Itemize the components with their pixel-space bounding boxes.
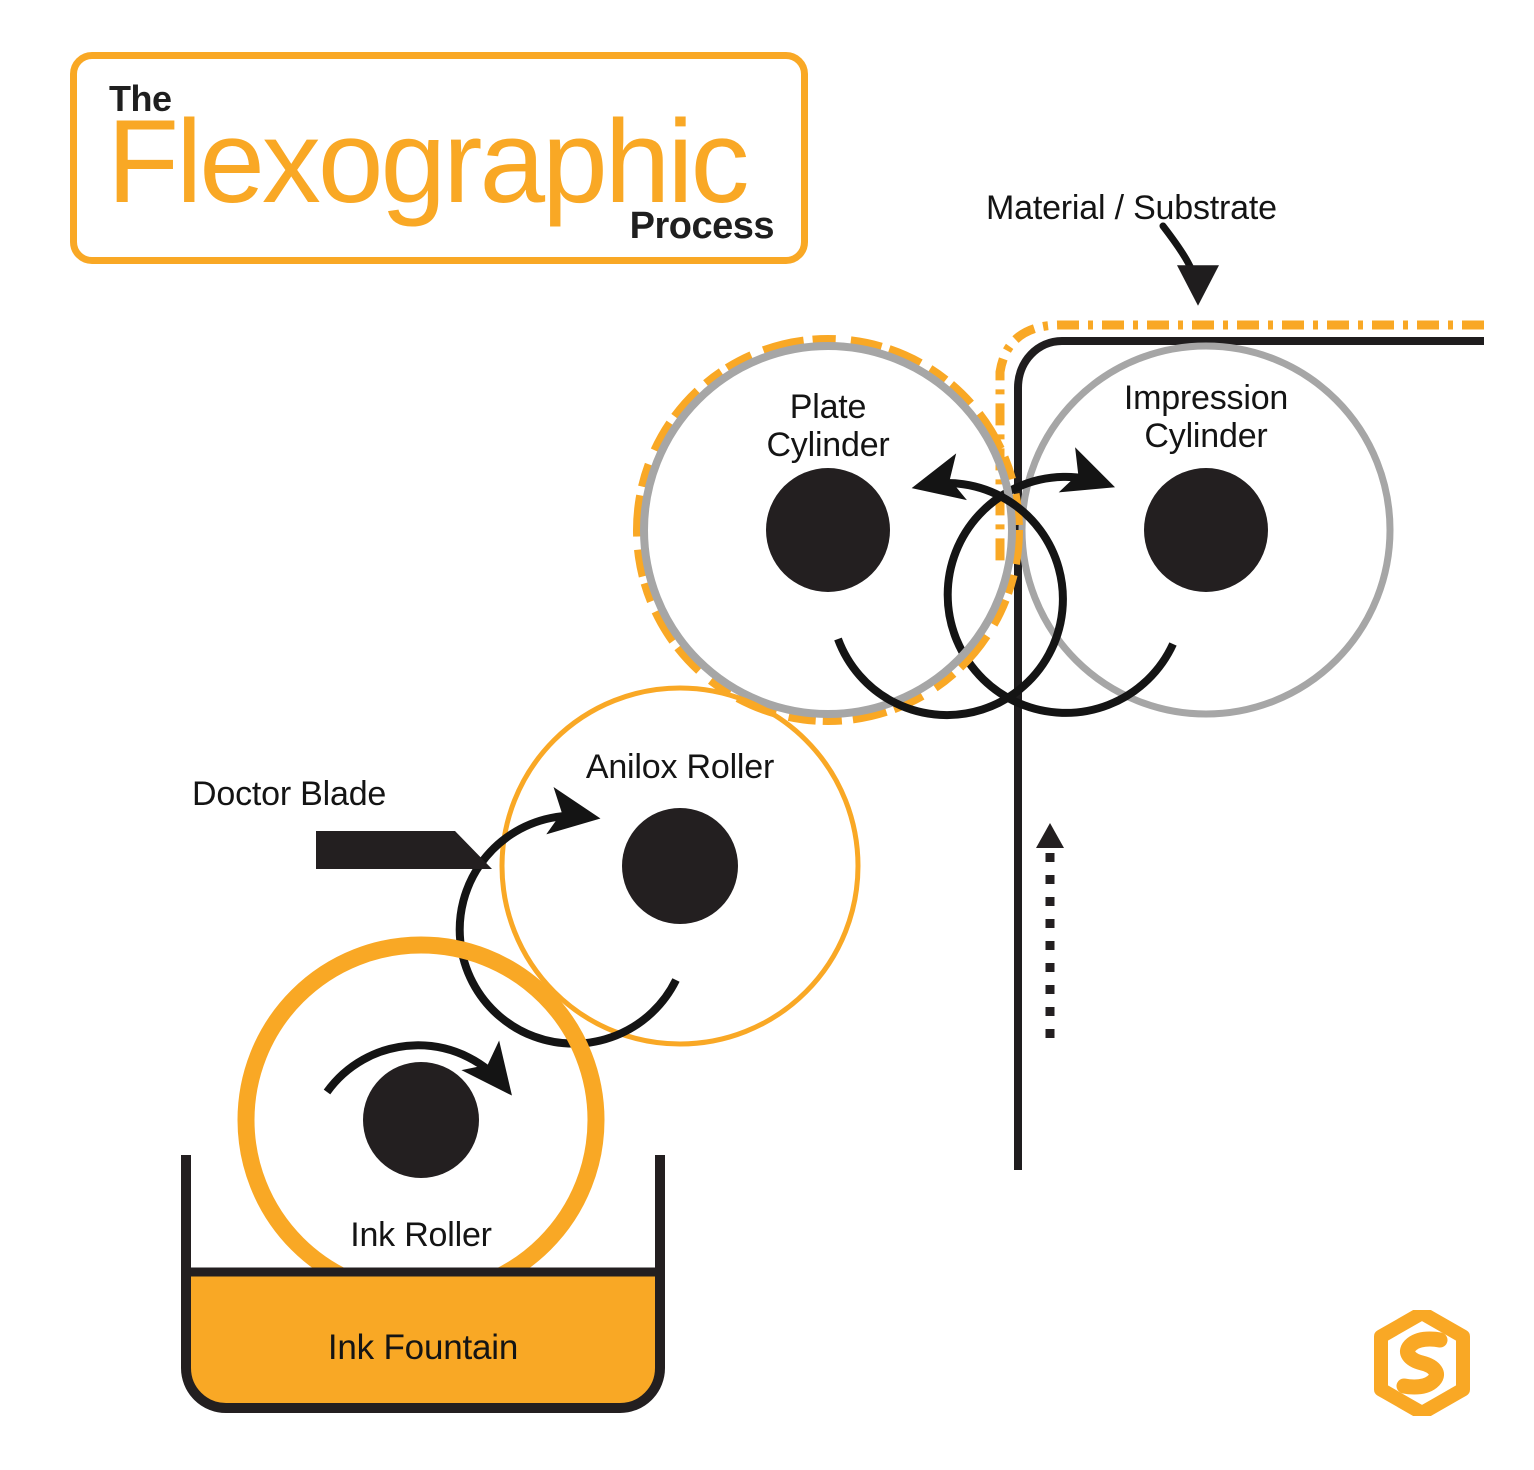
title-eyebrow: The	[109, 78, 172, 119]
hexagon-s-logo	[1374, 1310, 1470, 1416]
plate-cylinder-rotation-arrow	[834, 453, 1067, 720]
ink-fountain-fill	[186, 1272, 660, 1408]
plate-cylinder-body	[640, 342, 1016, 718]
printing-plate-ring	[633, 335, 1023, 725]
impression-cylinder-rotation-arrow	[943, 447, 1177, 717]
ink-layer-path	[995, 320, 1484, 562]
label-anilox-roller: Anilox Roller	[585, 748, 775, 786]
label-plate-cylinder-line1: Plate	[789, 388, 867, 426]
anilox-roller-body	[499, 685, 861, 1047]
label-doctor-blade: Doctor Blade	[192, 775, 387, 813]
impression-cylinder[interactable]	[943, 342, 1394, 718]
anilox-roller-hub	[622, 808, 738, 924]
label-ink-roller: Ink Roller	[350, 1216, 492, 1254]
label-plate-cylinder-line2: Cylinder	[766, 426, 890, 465]
plate-cylinder[interactable]	[633, 335, 1067, 725]
label-material-substrate: Material / Substrate	[986, 189, 1277, 227]
doctor-blade-body	[316, 831, 492, 869]
anilox-roller[interactable]	[455, 685, 861, 1048]
material-callout-arrow	[1159, 222, 1219, 306]
anilox-roller-rotation-arrow	[455, 787, 680, 1048]
ink-roller-hub	[363, 1062, 479, 1178]
label-plate-cylinder: Plate Cylinder	[766, 388, 889, 464]
label-ink-fountain: Ink Fountain	[327, 1328, 519, 1367]
label-impression-cylinder-line2: Cylinder	[1144, 417, 1268, 456]
substrate-web-path	[1014, 337, 1484, 1170]
title-subline: Process	[629, 205, 775, 247]
ink-fountain[interactable]	[180, 1155, 670, 1432]
title-card: The Flexographic Process	[70, 52, 808, 264]
web-travel-arrow	[1036, 823, 1064, 1038]
plate-cylinder-hub	[766, 468, 890, 592]
ink-roller-rotation-arrow	[323, 1040, 512, 1096]
ink-fountain-walls	[181, 1155, 665, 1413]
label-impression-cylinder: Impression Cylinder	[1124, 379, 1288, 455]
title-headline: Flexographic	[107, 96, 750, 228]
impression-cylinder-hub	[1144, 468, 1268, 592]
label-impression-cylinder-line1: Impression	[1123, 379, 1289, 417]
doctor-blade[interactable]	[316, 831, 492, 869]
